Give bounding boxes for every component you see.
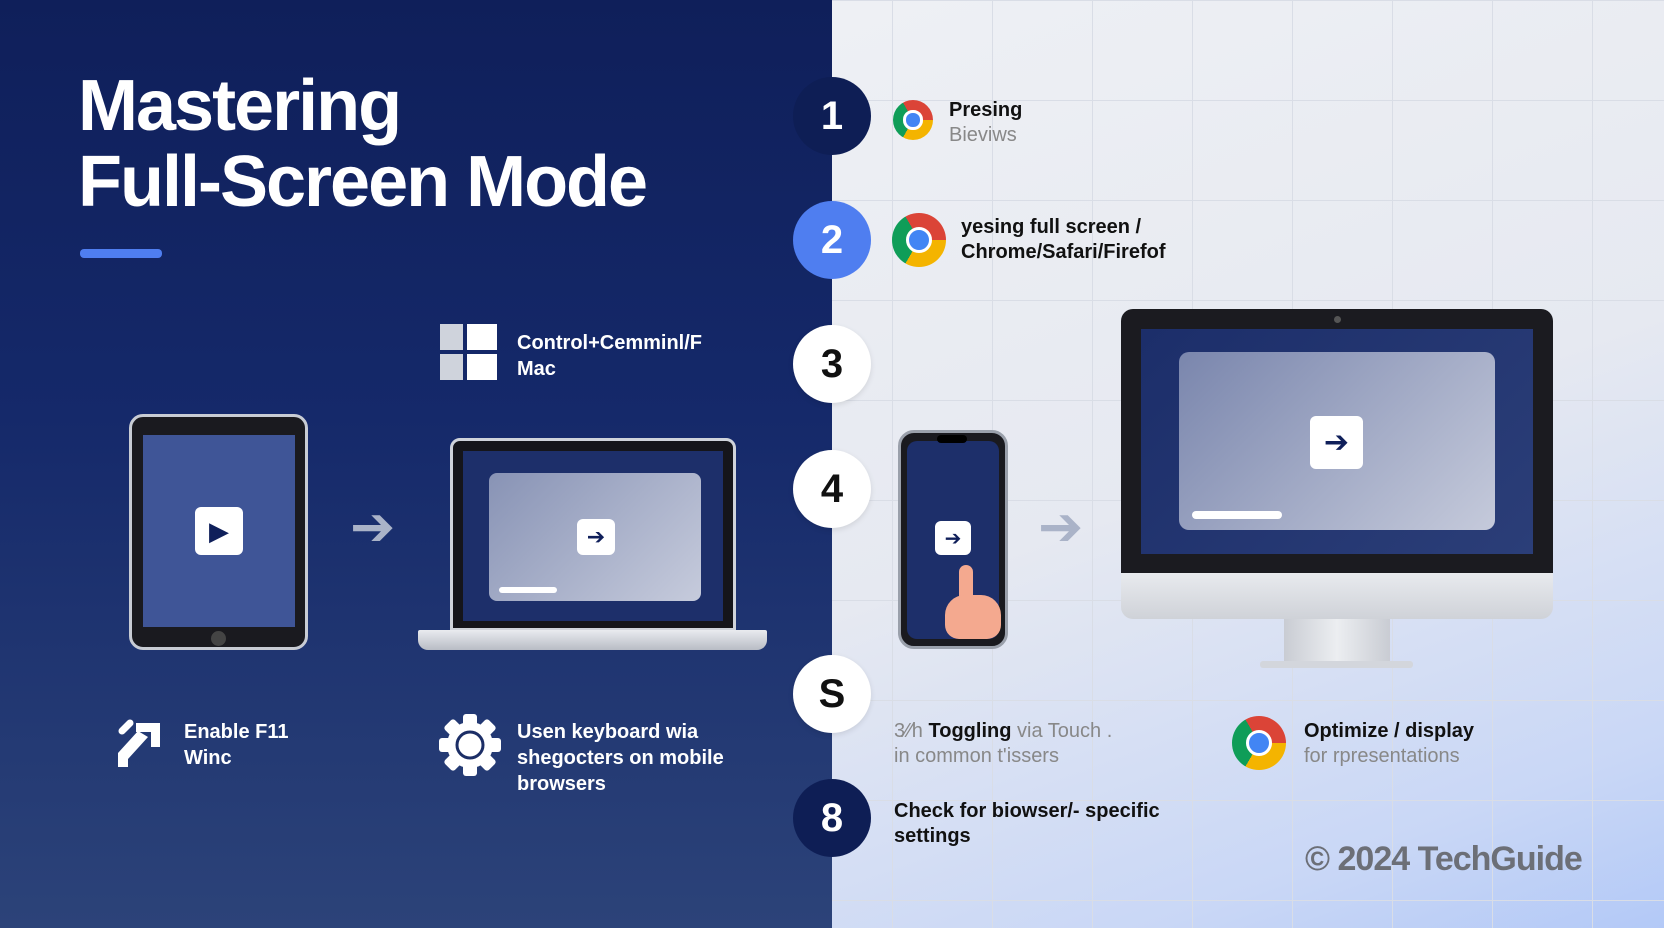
laptop-screen: ➔: [463, 451, 723, 621]
step-5-bold: Toggling: [928, 720, 1012, 742]
step-2-line-1: уesing full screen /: [961, 216, 1142, 238]
step-5-badge: S: [793, 655, 871, 733]
step-8-badge: 8: [793, 779, 871, 857]
windows-line-2: Mac: [517, 358, 556, 380]
monitor-illustration: ➔: [1121, 309, 1553, 619]
monitor-chin: [1121, 573, 1553, 619]
step-8-text: Check for biowser/- specific settings: [894, 799, 1160, 849]
keyboard-line-2: shegocters on mobile: [517, 747, 724, 769]
laptop-illustration: ➔: [450, 438, 736, 631]
step-8-line-1: Check for biowser/- specific: [894, 800, 1160, 822]
step-2-text: уesing full screen / Chrome/Safari/Firef…: [961, 215, 1165, 265]
enable-line-2: Winc: [184, 747, 232, 769]
hand-pointer-icon: [945, 565, 1001, 639]
step-2-badge: 2: [793, 201, 871, 279]
step-1-text: Presing Bieviws: [949, 98, 1022, 148]
enter-fullscreen-icon: ➔: [577, 519, 615, 555]
optimize-text: Optimize / display for rpresentations: [1304, 719, 1474, 769]
monitor-base: [1260, 661, 1413, 668]
laptop-window: ➔: [489, 473, 701, 601]
play-icon: ▶: [195, 507, 243, 555]
title-line-2: Full-Screen Mode: [78, 142, 648, 222]
monitor-window: ➔: [1179, 352, 1495, 530]
windows-shortcut-text: Control+Cemminl/F Mac: [517, 330, 702, 382]
step-2-line-2: Chrome/Safari/Firefof: [961, 241, 1166, 263]
step-3-badge: 3: [793, 325, 871, 403]
step-8-line-2: settings: [894, 825, 971, 847]
progress-bar: [1192, 511, 1282, 519]
monitor-bezel: ➔: [1121, 309, 1553, 573]
phone-notch: [937, 435, 967, 443]
windows-line-1: Control+Cemminl/F: [517, 332, 703, 354]
progress-bar: [499, 587, 557, 593]
chrome-icon: [1232, 716, 1286, 770]
enter-fullscreen-icon: ➔: [1310, 416, 1363, 469]
copyright: © 2024 TechGuide: [1305, 840, 1583, 878]
step-1-line-1: Presing: [949, 99, 1023, 121]
keyboard-line-3: browsers: [517, 773, 606, 795]
arrow-icon: ➔: [350, 497, 396, 557]
chrome-icon: [893, 100, 933, 140]
windows-icon: [440, 324, 497, 380]
monitor-screen: ➔: [1141, 329, 1533, 554]
title-line-1: Mastering: [78, 66, 402, 146]
enable-line-1: Enable F11: [184, 721, 289, 743]
enter-fullscreen-icon: ➔: [935, 521, 971, 555]
step-1-badge: 1: [793, 77, 871, 155]
phone-illustration: ➔: [898, 430, 1008, 649]
step-5-line-2: in common t'issers: [894, 745, 1059, 767]
page-title: Mastering Full-Screen Mode: [78, 66, 648, 222]
optimize-line-1: Optimize / display: [1304, 720, 1475, 742]
step-5-rest: via Touch .: [1017, 720, 1113, 742]
step-4-badge: 4: [793, 450, 871, 528]
tablet-illustration: ▶: [129, 414, 308, 650]
tablet-home-button: [211, 631, 226, 646]
title-underline: [80, 249, 162, 258]
phone-screen: ➔: [907, 441, 1001, 639]
gear-icon: [439, 713, 501, 777]
monitor-camera: [1334, 316, 1341, 323]
tablet-screen: ▶: [143, 435, 295, 627]
step-5-prefix: 3⁄⁄h: [894, 720, 923, 742]
monitor-stand: [1284, 619, 1390, 663]
laptop-base: [418, 630, 767, 650]
chrome-icon: [892, 213, 946, 267]
arrow-icon: ➔: [1038, 497, 1084, 557]
expand-icon: [114, 719, 164, 769]
keyboard-line-1: Usen keyboard wiа: [517, 721, 699, 743]
keyboard-shortcut-text: Usen keyboard wiа shegocters on mobile b…: [517, 719, 724, 797]
step-1-line-2: Bieviws: [949, 124, 1017, 146]
step-5-text: 3⁄⁄h Toggling via Touch . in common t'is…: [894, 719, 1112, 769]
enable-f11-text: Enable F11 Winc: [184, 719, 289, 771]
optimize-line-2: for rpresentations: [1304, 745, 1460, 767]
